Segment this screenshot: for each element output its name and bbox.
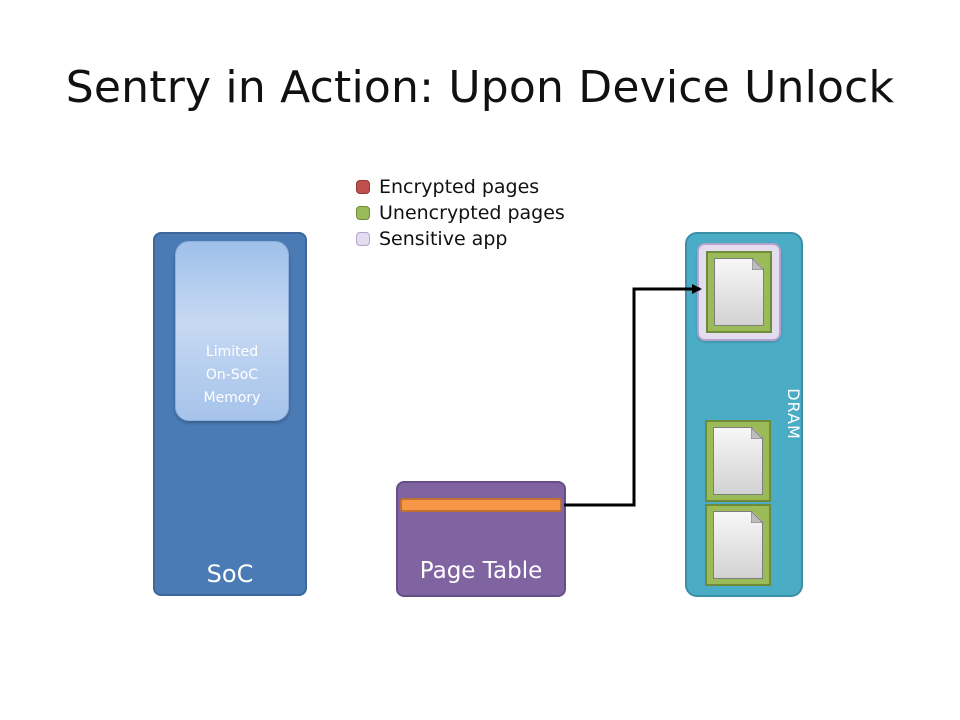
dram-block: DRAM [685, 232, 803, 597]
legend-item-sensitive: Sensitive app [356, 226, 565, 252]
legend: Encrypted pages Unencrypted pages Sensit… [356, 174, 565, 252]
unencrypted-page-sensitive [706, 251, 772, 333]
legend-item-unencrypted: Unencrypted pages [356, 200, 565, 226]
on-soc-memory-label: Limited On-SoC Memory [203, 344, 261, 406]
page-fold-icon [752, 258, 764, 270]
page-table-label: Page Table [419, 558, 543, 584]
slide-title: Sentry in Action: Upon Device Unlock [65, 62, 895, 113]
legend-label-unencrypted: Unencrypted pages [379, 202, 565, 224]
page-table-block: Page Table [396, 481, 566, 597]
encrypted-swatch [356, 180, 370, 194]
unencrypted-swatch [356, 206, 370, 220]
dram-label: DRAM [784, 388, 803, 440]
page-table-entry [400, 498, 562, 512]
page-fold-icon [751, 427, 763, 439]
legend-label-sensitive: Sensitive app [379, 228, 508, 250]
legend-label-encrypted: Encrypted pages [379, 176, 540, 198]
page-table-to-dram-arrow [564, 284, 702, 507]
legend-item-encrypted: Encrypted pages [356, 174, 565, 200]
unencrypted-page-3 [705, 504, 771, 586]
page-fold-icon [751, 511, 763, 523]
unencrypted-page-2 [705, 420, 771, 502]
sensitive-app-region [697, 243, 781, 341]
soc-label: SoC [206, 560, 254, 588]
sensitive-swatch [356, 232, 370, 246]
on-soc-memory: Limited On-SoC Memory [175, 241, 289, 421]
soc-block: Limited On-SoC Memory SoC [153, 232, 307, 596]
